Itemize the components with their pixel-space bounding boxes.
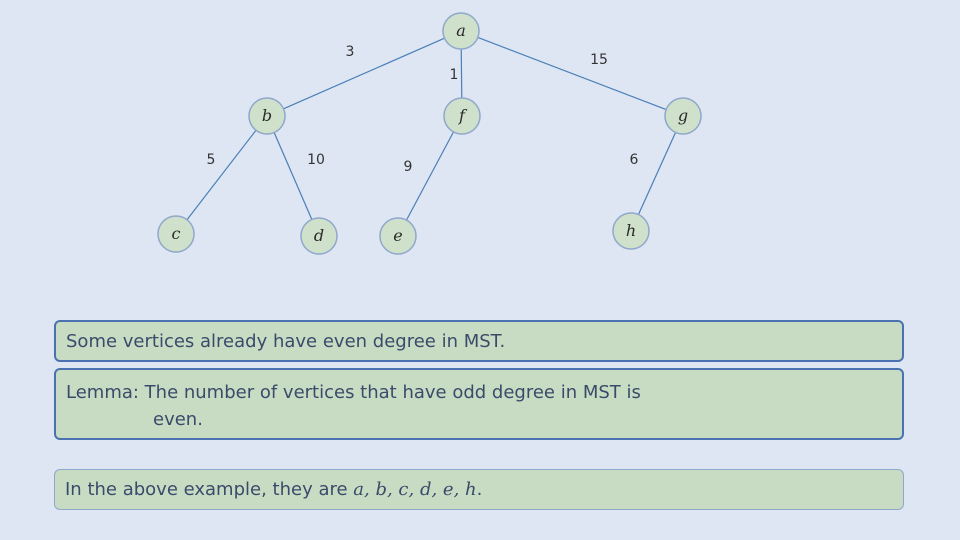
node-label-h: h	[626, 221, 636, 240]
node-circle-h	[612, 212, 650, 250]
edge-weight-g-h: 6	[630, 152, 639, 168]
node-f: f	[443, 97, 481, 135]
edge-a-b	[283, 37, 445, 110]
node-circle-d	[300, 217, 338, 255]
example-text: In the above example, they are	[65, 479, 354, 500]
example-vertices: a, b, c, d, e, h	[353, 479, 477, 500]
node-circle-b	[248, 97, 286, 135]
edge-weight-a-f: 1	[450, 67, 459, 83]
node-label-g: g	[678, 106, 688, 125]
node-c: c	[157, 215, 195, 253]
edge-b-d	[273, 132, 313, 220]
statement-box: Some vertices already have even degree i…	[54, 320, 904, 362]
edge-weight-a-b: 3	[346, 44, 355, 60]
edge-a-f	[460, 48, 463, 99]
edge-g-h	[637, 132, 677, 215]
example-period: .	[476, 479, 483, 500]
node-label-a: a	[456, 21, 466, 40]
node-label-b: b	[262, 106, 272, 125]
lemma-box: Lemma: The number of vertices that have …	[54, 368, 904, 440]
node-a: a	[442, 12, 480, 50]
node-g: g	[664, 97, 702, 135]
node-d: d	[300, 217, 338, 255]
edge-weight-b-c: 5	[207, 152, 216, 168]
node-h: h	[612, 212, 650, 250]
lemma-line-2: even.	[153, 409, 203, 430]
edge-a-g	[477, 36, 667, 111]
edge-weight-b-d: 10	[307, 152, 325, 168]
node-e: e	[379, 217, 417, 255]
node-label-e: e	[393, 226, 402, 245]
edge-f-e	[405, 131, 455, 221]
example-box: In the above example, they are a, b, c, …	[54, 469, 904, 510]
node-circle-g	[664, 97, 702, 135]
node-label-c: c	[172, 224, 181, 243]
edge-weight-f-e: 9	[404, 159, 413, 175]
node-circle-e	[379, 217, 417, 255]
node-circle-c	[157, 215, 195, 253]
lemma-line-1: Lemma: The number of vertices that have …	[66, 382, 641, 403]
tree-diagram: 3 1 15 5 10 9 6 a b f g c d e h	[157, 12, 702, 255]
node-label-d: d	[314, 226, 324, 245]
node-label-f: f	[458, 106, 468, 125]
node-b: b	[248, 97, 286, 135]
node-circle-a	[442, 12, 480, 50]
edge-weight-a-g: 15	[590, 52, 608, 68]
statement-text: Some vertices already have even degree i…	[66, 331, 506, 352]
edge-b-c	[186, 129, 257, 221]
node-circle-f	[443, 97, 481, 135]
